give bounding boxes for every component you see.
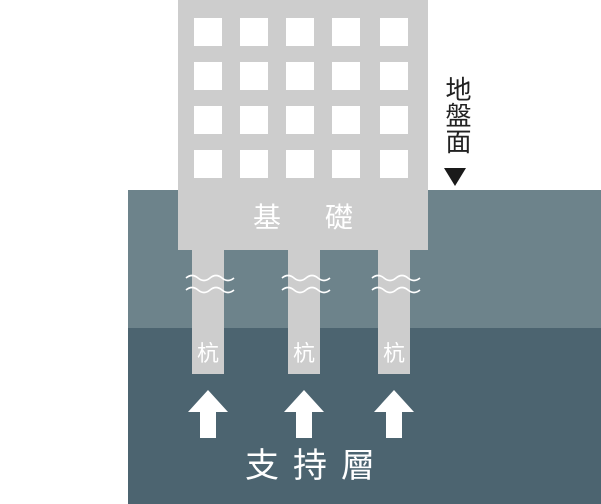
break-line bbox=[371, 274, 421, 282]
building-window bbox=[332, 150, 360, 178]
pile-1 bbox=[192, 250, 224, 374]
building-window bbox=[286, 18, 314, 46]
ground-surface-label: 地盤面 bbox=[441, 76, 471, 154]
arrow-up-icon bbox=[188, 390, 228, 438]
break-line bbox=[281, 286, 331, 294]
building-window bbox=[286, 150, 314, 178]
arrow-up-icon bbox=[284, 390, 324, 438]
building-window bbox=[240, 18, 268, 46]
foundation-label: 基礎 bbox=[252, 201, 397, 234]
building-window bbox=[194, 150, 222, 178]
building-window bbox=[194, 18, 222, 46]
building-window bbox=[332, 106, 360, 134]
building-window bbox=[380, 62, 408, 90]
building-window bbox=[286, 106, 314, 134]
building-window bbox=[286, 62, 314, 90]
building-window bbox=[240, 106, 268, 134]
break-line bbox=[281, 274, 331, 282]
building-window bbox=[380, 106, 408, 134]
foundation bbox=[178, 188, 428, 250]
pile-label-1: 杭 bbox=[196, 342, 219, 367]
bearing-layer-label: 支持層 bbox=[245, 446, 389, 486]
building-window bbox=[380, 150, 408, 178]
break-line bbox=[371, 286, 421, 294]
break-line bbox=[185, 274, 235, 282]
building-window bbox=[332, 62, 360, 90]
building-window bbox=[380, 18, 408, 46]
triangle-down-icon bbox=[444, 168, 466, 186]
building-window bbox=[194, 62, 222, 90]
building-window bbox=[332, 18, 360, 46]
pile-2 bbox=[288, 250, 320, 374]
arrow-up-icon bbox=[374, 390, 414, 438]
break-line bbox=[185, 286, 235, 294]
building-window bbox=[240, 150, 268, 178]
building-window bbox=[240, 62, 268, 90]
pile-label-2: 杭 bbox=[292, 342, 315, 367]
building-window bbox=[194, 106, 222, 134]
pile-3 bbox=[378, 250, 410, 374]
pile-label-3: 杭 bbox=[382, 342, 405, 367]
building bbox=[178, 0, 428, 188]
